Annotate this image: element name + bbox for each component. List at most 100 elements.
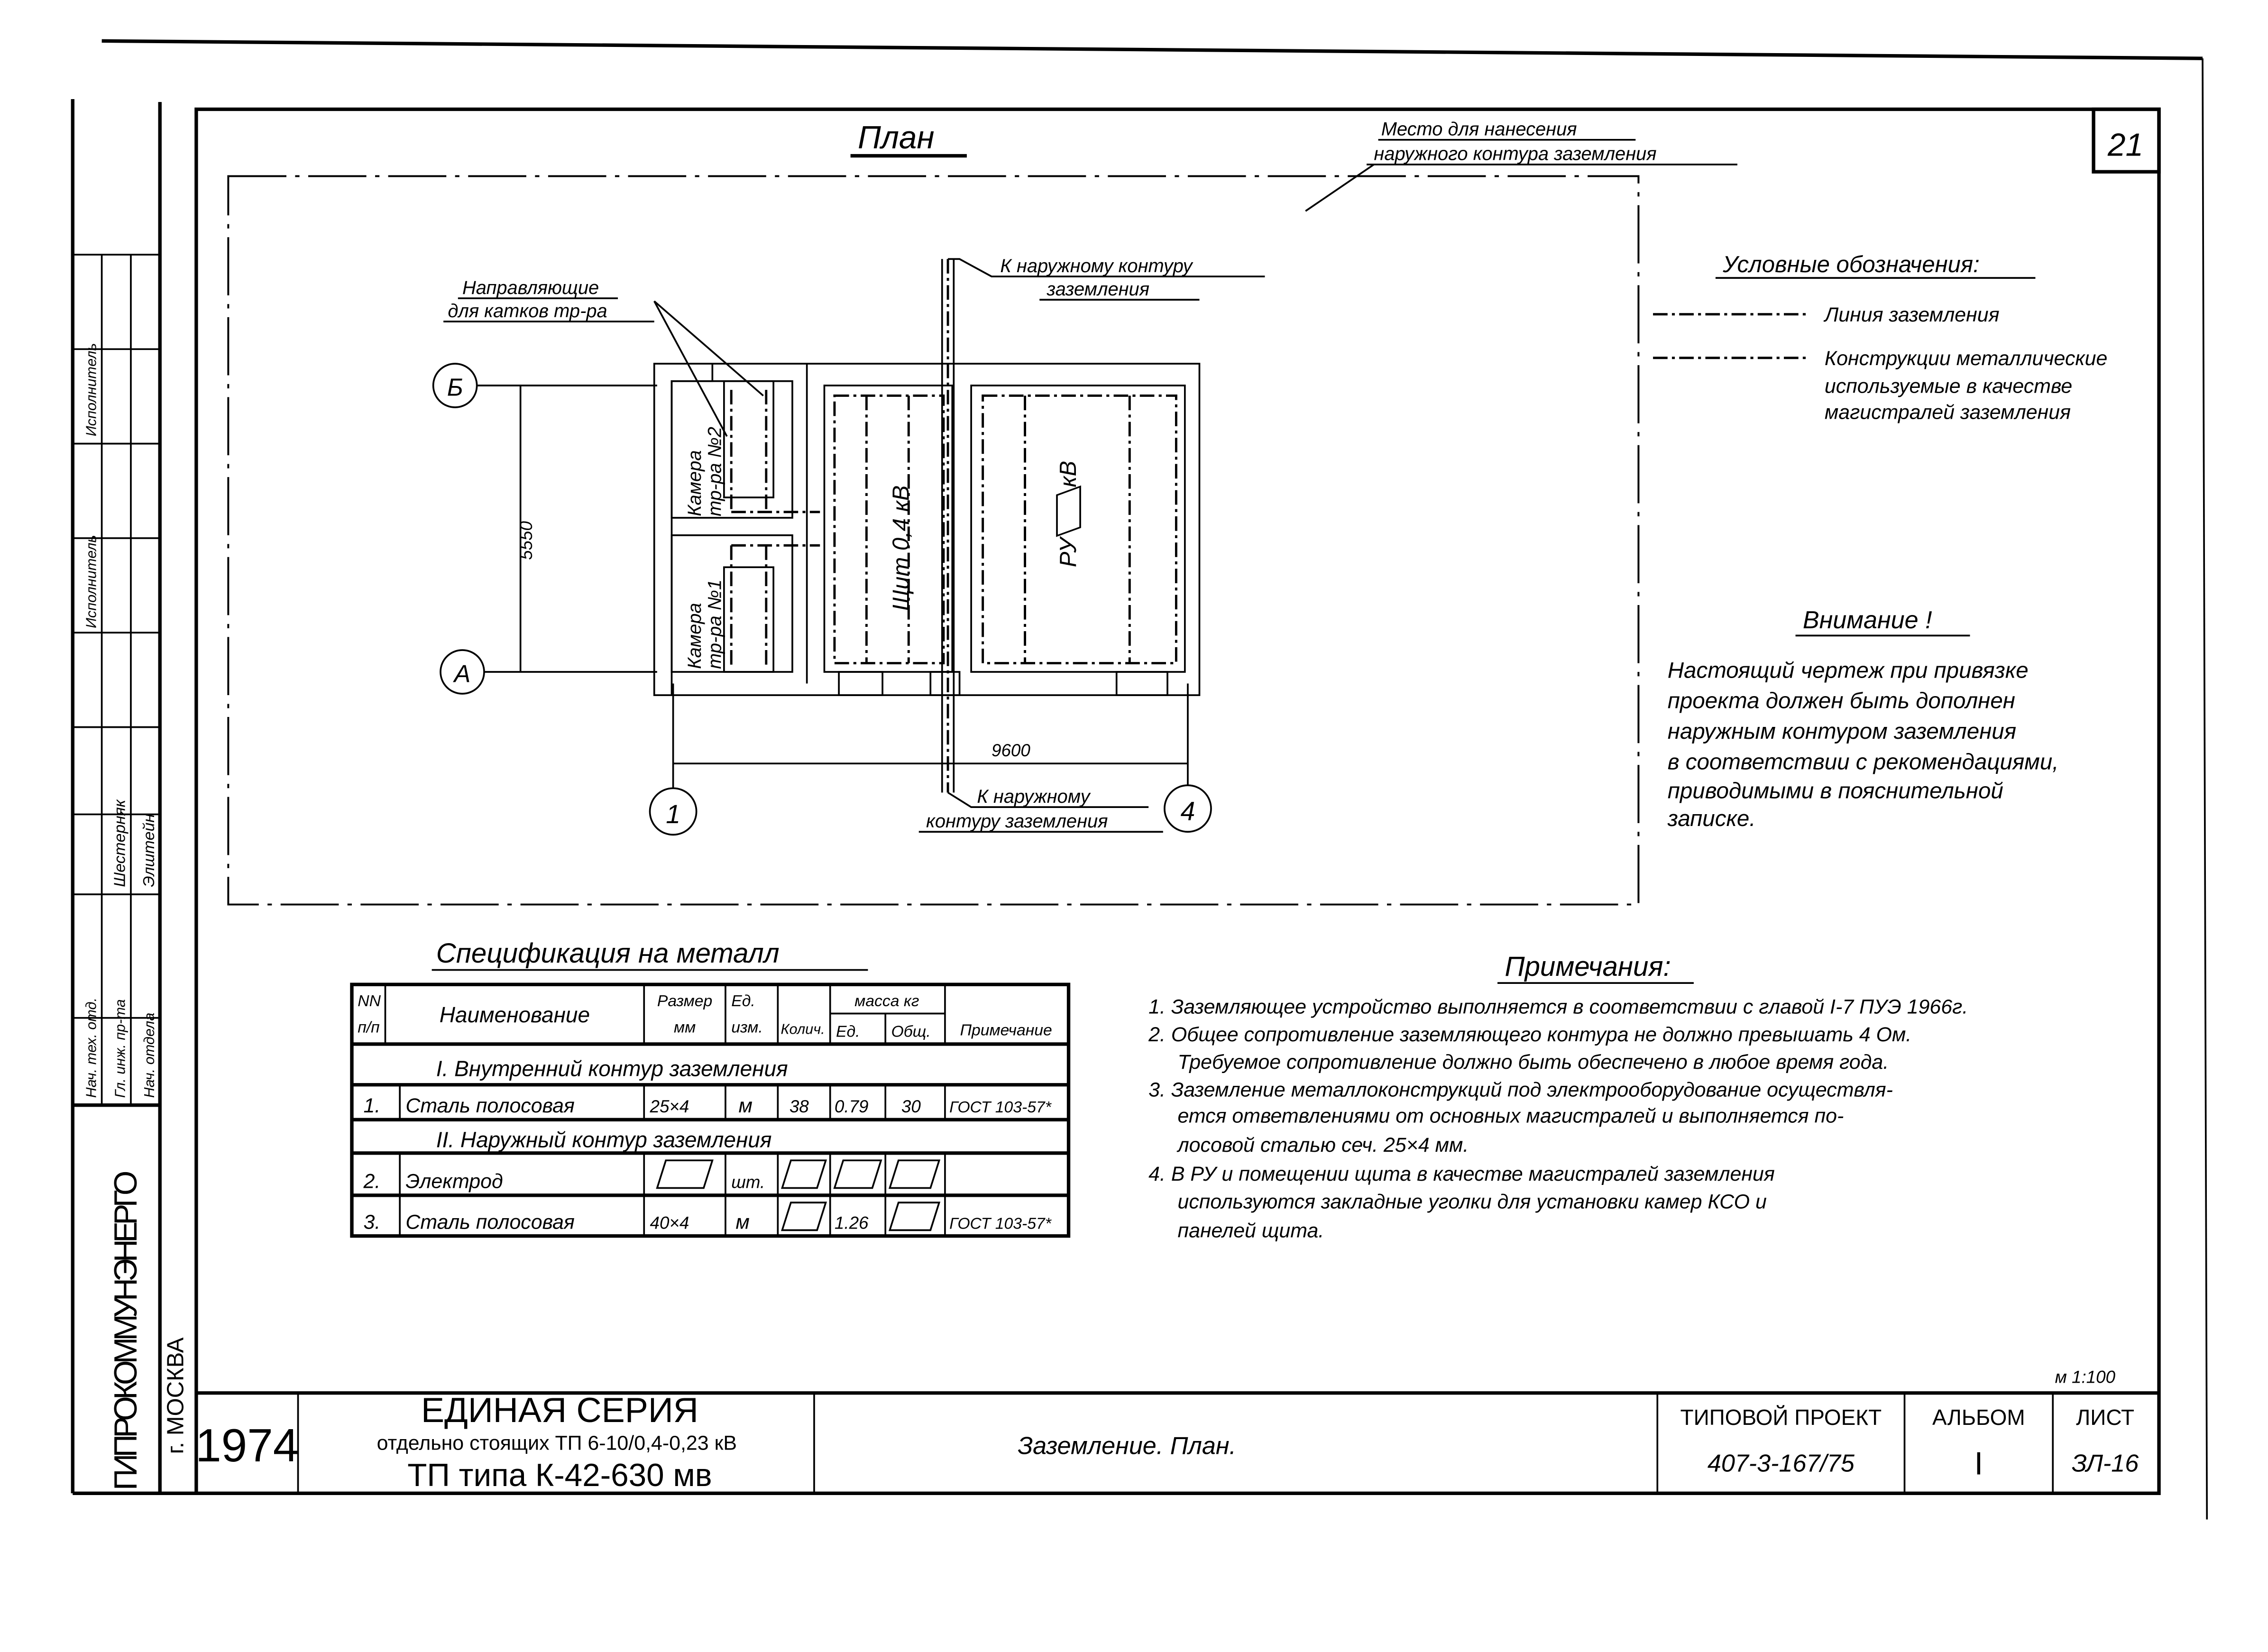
note-line: Требуемое сопротивление должно быть обес… (1177, 1051, 1889, 1074)
legend-item: Конструкции металлические (1825, 347, 2108, 370)
attention-line: приводимыми в пояснительной (1668, 779, 2003, 804)
note-line: лосовой сталью сеч. 25×4 мм. (1176, 1134, 1469, 1156)
legend-item: магистралей заземления (1825, 401, 2071, 424)
series-subtitle: отдельно стоящих ТП 6-10/0,4-0,23 кВ (377, 1432, 737, 1454)
top-trim-line (101, 39, 2203, 60)
main-frame (194, 107, 2161, 1495)
room-label-ru-unit: кВ (1056, 461, 1081, 487)
header-mass-total: Общ. (891, 1023, 930, 1041)
outer-contour-note: наружного контура заземления (1374, 144, 1656, 165)
spec-title: Спецификация на металл (436, 938, 780, 969)
header-qty: Колич. (780, 1021, 825, 1037)
cell: 3. (364, 1211, 381, 1233)
cell: м (739, 1094, 753, 1117)
sheet-number: 21 (2107, 128, 2143, 163)
guides-note: Направляющие (462, 277, 599, 298)
header-num: п/п (358, 1018, 379, 1036)
attention-line: Настоящий чертеж при привязке (1668, 658, 2029, 683)
sheet-label: ЛИСТ (2076, 1405, 2134, 1430)
cell: 2. (363, 1170, 381, 1193)
stamp-role: Гл. инж. пр-та (112, 999, 129, 1098)
stamp-role: Исполнитель (83, 535, 99, 628)
organization-city: г. МОСКВА (163, 1337, 188, 1454)
stamp-name: Шестерняк (111, 799, 129, 887)
cell: Электрод (405, 1170, 503, 1193)
project-label: ТИПОВОЙ ПРОЕКТ (1680, 1405, 1882, 1430)
cell: 1.26 (835, 1213, 869, 1232)
axis-label-1: 1 (666, 799, 680, 829)
axis-markers: Б А 5550 1 4 9600 (432, 363, 1212, 836)
sheet-code: ЗЛ-16 (2072, 1450, 2139, 1477)
cell: ГОСТ 103-57* (949, 1098, 1052, 1116)
header-unit: Ед. (731, 992, 755, 1010)
room-label-panel: Щит 0,4 кВ (888, 486, 914, 611)
attention-line: наружным контуром заземления (1668, 719, 2016, 744)
stamp-role: Нач. тех. отд. (83, 998, 99, 1098)
cell: м (735, 1211, 749, 1233)
year: 1974 (195, 1419, 299, 1471)
note-line: 2. Общее сопротивление заземляющего конт… (1148, 1023, 1911, 1046)
legend-item: используемые в качестве (1825, 375, 2072, 397)
room-label-chamber1: тр-ра №1 (705, 579, 725, 669)
to-outer-contour-bottom: К наружному (977, 786, 1091, 807)
cell: Сталь полосовая (405, 1211, 575, 1233)
note-line: 4. В РУ и помещении щита в качестве маги… (1148, 1163, 1775, 1185)
outer-contour-area (227, 175, 1640, 906)
to-outer-contour-top: заземления (1047, 279, 1149, 300)
cell: 38 (790, 1097, 809, 1116)
note-line: ется ответвлениями от основных магистрал… (1177, 1104, 1844, 1127)
sheet-title: Заземление. План. (1018, 1432, 1236, 1460)
axis-label-b: Б (447, 374, 463, 401)
legend-item: Линия заземления (1823, 303, 2000, 326)
voltage-blank-box (1056, 485, 1081, 537)
axis-label-4: 4 (1181, 797, 1195, 826)
substation-type: ТП типа К-42-630 мв (407, 1458, 712, 1493)
notes-title: Примечания: (1505, 951, 1671, 982)
right-trim-line (2202, 58, 2208, 1520)
header-unit: изм. (731, 1018, 763, 1036)
blank-value-boxes (656, 1159, 941, 1231)
header-num: NN (358, 992, 381, 1010)
sheet-number-box (2092, 107, 2161, 174)
notes-list: 1. Заземляющее устройство выполняется в … (1148, 996, 1968, 1242)
room-label-chamber1: Камера (684, 603, 705, 669)
attention-line: в соответствии с рекомендациями, (1668, 749, 2059, 774)
room-label-chamber2: тр-ра №2 (705, 427, 725, 516)
header-mass-unit: Ед. (836, 1023, 860, 1041)
project-number: 407-3-167/75 (1708, 1450, 1855, 1477)
stamp-name: Элштейн (140, 814, 158, 887)
table-row: 2. Электрод шт. (363, 1170, 765, 1193)
organization-name: ГИПРОКОММУНЭНЕРГО (108, 1171, 144, 1491)
cell: 1. (364, 1094, 381, 1117)
table-row: 3. Сталь полосовая 40×4 м 1.26 ГОСТ 103-… (364, 1211, 1052, 1233)
dimension-vertical: 5550 (516, 521, 536, 560)
guides-note: для катков тр-ра (448, 301, 607, 321)
cell: 25×4 (650, 1097, 689, 1116)
header-size: мм (674, 1018, 696, 1036)
plan-title: План (858, 120, 935, 156)
cell: шт. (731, 1172, 765, 1192)
album-number: I (1974, 1446, 1983, 1481)
attention-line: проекта должен быть дополнен (1668, 688, 2015, 714)
cell: ГОСТ 103-57* (949, 1214, 1052, 1232)
to-outer-contour-top: К наружному контуру (1000, 256, 1193, 276)
title-block: 1974 ЕДИНАЯ СЕРИЯ отдельно стоящих ТП 6-… (195, 1390, 2139, 1494)
note-line: используются закладные уголки для устано… (1177, 1190, 1766, 1213)
cell: 0.79 (835, 1097, 869, 1116)
spec-table: NN п/п Наименование Размер мм Ед. изм. К… (350, 982, 1071, 1238)
cell: Сталь полосовая (405, 1094, 575, 1117)
side-stamp: Нач. тех. отд. Гл. инж. пр-та Нач. отдел… (71, 99, 196, 1495)
section-heading: II. Наружный контур заземления (436, 1128, 772, 1152)
note-line: 3. Заземление металлоконструкций под эле… (1148, 1078, 1893, 1101)
header-size: Размер (657, 992, 712, 1010)
stamp-role: Исполнитель (83, 343, 99, 437)
table-row: 1. Сталь полосовая 25×4 м 38 0.79 30 ГОС… (364, 1094, 1052, 1117)
outer-contour-note: Место для нанесения (1381, 119, 1577, 140)
section-heading: I. Внутренний контур заземления (436, 1056, 788, 1081)
to-outer-contour-bottom: контуру заземления (926, 811, 1108, 832)
note-line: 1. Заземляющее устройство выполняется в … (1148, 996, 1968, 1019)
dimension-horizontal: 9600 (992, 741, 1030, 760)
series-title: ЕДИНАЯ СЕРИЯ (421, 1390, 698, 1430)
legend-title: Условные обозначения: (1722, 252, 1979, 277)
attention-line: записке. (1667, 806, 1756, 831)
